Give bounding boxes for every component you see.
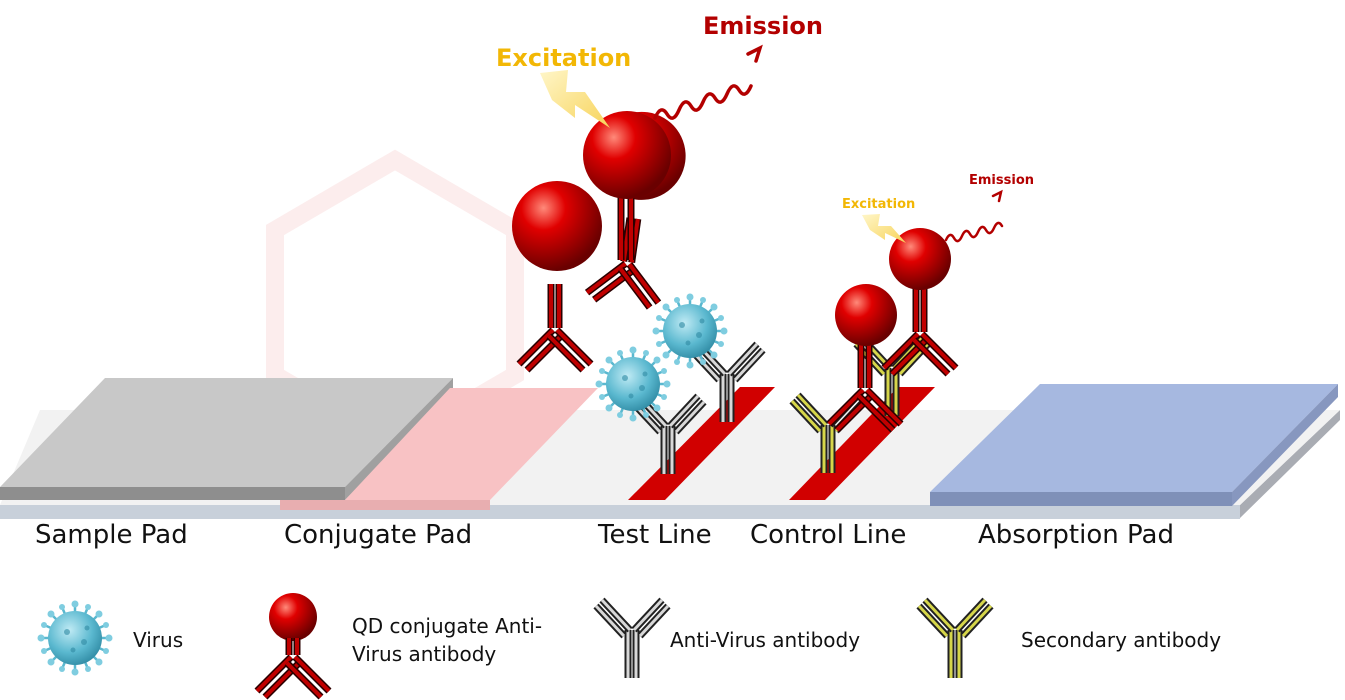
sample-pad-label: Sample Pad [35, 520, 188, 550]
lightning-bolt-icon [862, 214, 906, 243]
conjugate-pad [280, 388, 598, 510]
control-line-label: Control Line [750, 520, 907, 550]
absorption-pad-label: Absorption Pad [978, 520, 1174, 550]
excitation-label: Excitation [496, 44, 632, 72]
absorption-pad [930, 384, 1338, 506]
legend-virus-label: Virus [133, 628, 184, 652]
sample-pad [0, 378, 453, 500]
legend-qd-line1: QD conjugate Anti- [352, 614, 543, 638]
legend-anti-virus-label: Anti-Virus antibody [670, 628, 861, 652]
qd-conjugate [829, 284, 901, 430]
emission-label-small: Emission [969, 173, 1034, 188]
emission-label: Emission [703, 12, 823, 40]
excitation-label-small: Excitation [842, 197, 916, 212]
legend-qd-conjugate-label: QD conjugate Anti- Virus antibody [352, 612, 542, 668]
lightning-bolt-icon [540, 70, 610, 128]
test-line-label: Test Line [598, 520, 712, 550]
qd-conjugate [512, 181, 602, 370]
qd-sphere [583, 111, 671, 199]
conjugate-pad-label: Conjugate Pad [284, 520, 473, 550]
virus-icon [36, 599, 114, 677]
antibody-icon [257, 593, 329, 697]
virus-icon [651, 292, 729, 370]
wavy-arrow-icon [653, 44, 763, 120]
antibody-icon [596, 600, 668, 678]
legend-qd-line2: Virus antibody [352, 642, 497, 666]
legend-secondary-label: Secondary antibody [1021, 628, 1222, 652]
wavy-arrow-icon [944, 189, 1004, 243]
virus-icon [594, 345, 672, 423]
qd-conjugate [884, 228, 956, 374]
antibody-icon [919, 600, 991, 678]
